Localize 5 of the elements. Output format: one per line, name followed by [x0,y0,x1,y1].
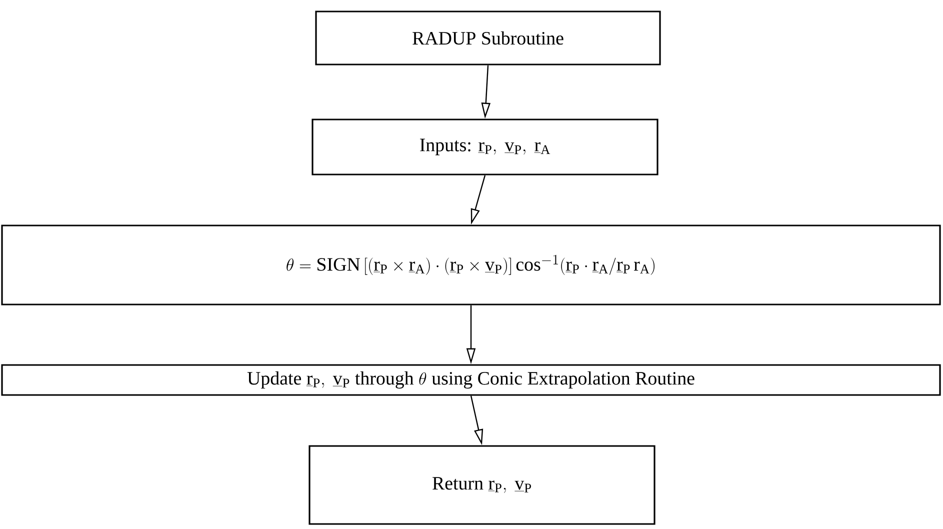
process-box: $\theta = \textrm{SIGN}\left[(\underline{\mathrm{r}}_{\mathrm{P}}\times\underline{\mathrm{r}}_{\mathrm{A}})\cdot(\underline{\mathrm{r}}_{\mathrm{P}}\times\underline{\mathrm{v}}_{\mathrm{P}})\right]\cos^{-1}(\underline{\mathrm{r}}_{\mathrm{P}}\cdot\underline{\mathrm{r}}_{\mathrm{A}}/\underline{\mathrm{r}}_{\mathrm{P}}\,\mathrm{r}_{\mathrm{A}})$ [1,224,941,306]
process-box: $\textrm{Inputs: }\underline{\mathrm{r}}_{\mathrm{P}},\ \underline{\mathrm{v}}_{\mathrm{P}},\ \underline{\mathrm{r}}_{\mathrm{A}}$ [312,118,658,176]
process-box: $\textrm{Return }\underline{\mathrm{r}}_{\mathrm{P}},\ \underline{\mathrm{v}}_{\mathrm{P}}$ [308,445,656,525]
process-box: $\textrm{Update }\underline{\mathrm{r}}_{\mathrm{P}},\ \underline{\mathrm{v}}_{\mathrm{P}}\textrm{ through }\theta\textrm{ using Conic Extrapolation Routine}$ [1,364,941,396]
process-box: $\textrm{RADUP Subroutine}$ [315,10,661,66]
